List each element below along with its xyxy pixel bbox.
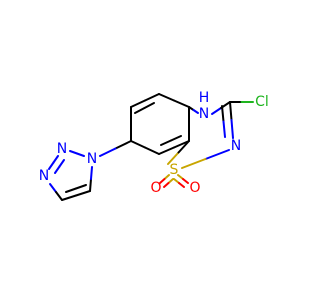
chemical-structure: H N Cl N S O O N N N xyxy=(39,90,269,201)
bond-c8-c8a-inner-start xyxy=(160,139,172,146)
bond-s1-o-right-b-end xyxy=(178,182,185,188)
bond-tz-n2-n3-double-end xyxy=(54,165,61,174)
bond-tz-c4-c5-double-start xyxy=(65,187,77,193)
bond-c4a-c5-start xyxy=(173,99,190,108)
bond-tz-n1-n2-start xyxy=(76,152,85,157)
bond-tz-c4-c5-double-end xyxy=(75,184,87,190)
bond-layer xyxy=(48,93,254,201)
bond-c7-c8-end xyxy=(144,146,160,155)
bond-tz-c5-n1-end xyxy=(90,166,93,180)
bond-c8-c8a-start xyxy=(158,146,175,155)
bond-c3-n2-double-end xyxy=(222,120,226,138)
bond-c4a-c5-end xyxy=(158,93,175,102)
atom-label-nh-nitrogen: N xyxy=(199,106,209,122)
bond-c7-triazole-start xyxy=(114,140,132,150)
bond-tz-c5-n1-start xyxy=(89,178,92,192)
bond-n2-s1-end xyxy=(181,158,207,169)
bond-c7-c8-start xyxy=(130,140,146,149)
atom-label-nh-hydrogen: H xyxy=(199,90,210,106)
atom-label-oxygen-right: O xyxy=(189,180,200,196)
bond-s1-c8a-start xyxy=(167,151,180,165)
atom-label-oxygen-left: O xyxy=(150,180,161,196)
bond-c6-c5-inner-end xyxy=(134,107,146,114)
bond-tz-n3-c4-start xyxy=(49,183,57,193)
bond-c5-c6-end xyxy=(130,99,146,108)
bond-tz-n1-n2-end xyxy=(69,150,78,155)
bond-s1-o-left-a-start xyxy=(163,174,170,180)
bond-c3-n2-double-start xyxy=(221,105,225,123)
atom-label-triazole-n1: N xyxy=(87,151,97,167)
atom-label-ring-nitrogen: N xyxy=(231,138,241,154)
bond-s1-o-left-b-start xyxy=(167,178,174,184)
bond-c7-triazole-end xyxy=(99,147,117,157)
bond-c5-c6-start xyxy=(144,93,160,102)
bond-n4-c3-start xyxy=(211,107,222,115)
bond-c3-n2-end xyxy=(230,119,234,139)
bond-c8-c8a-end xyxy=(173,140,190,149)
bond-tz-n3-c4-end xyxy=(55,191,63,201)
atom-label-chlorine: Cl xyxy=(255,94,269,110)
atom-label-triazole-n3: N xyxy=(39,168,49,184)
bond-tz-c4-c5-end xyxy=(75,190,91,197)
bond-s1-c8a-end xyxy=(177,140,190,154)
bond-c4a-n4-end xyxy=(192,109,199,114)
bond-c3-n2-start xyxy=(229,101,233,121)
bond-c6-c5-inner-start xyxy=(143,102,155,109)
bond-tz-n2-n3-end xyxy=(48,161,55,170)
bond-s1-o-right-a-end xyxy=(182,178,189,184)
bond-n2-s1-start xyxy=(204,149,230,160)
bond-c8-c8a-inner-end xyxy=(170,135,182,142)
atom-label-sulfur: S xyxy=(170,162,179,178)
atom-label-triazole-n2: N xyxy=(57,141,67,157)
bond-tz-n2-n3-double-start xyxy=(58,159,65,168)
bond-s1-o-right-a-start xyxy=(177,174,184,180)
bond-s1-o-right-b-start xyxy=(173,178,180,184)
bond-s1-o-left-a-end xyxy=(159,178,166,184)
bond-tz-c4-c5-start xyxy=(61,194,77,201)
bond-s1-o-left-b-end xyxy=(163,182,170,188)
bond-tz-n2-n3-start xyxy=(52,155,59,164)
